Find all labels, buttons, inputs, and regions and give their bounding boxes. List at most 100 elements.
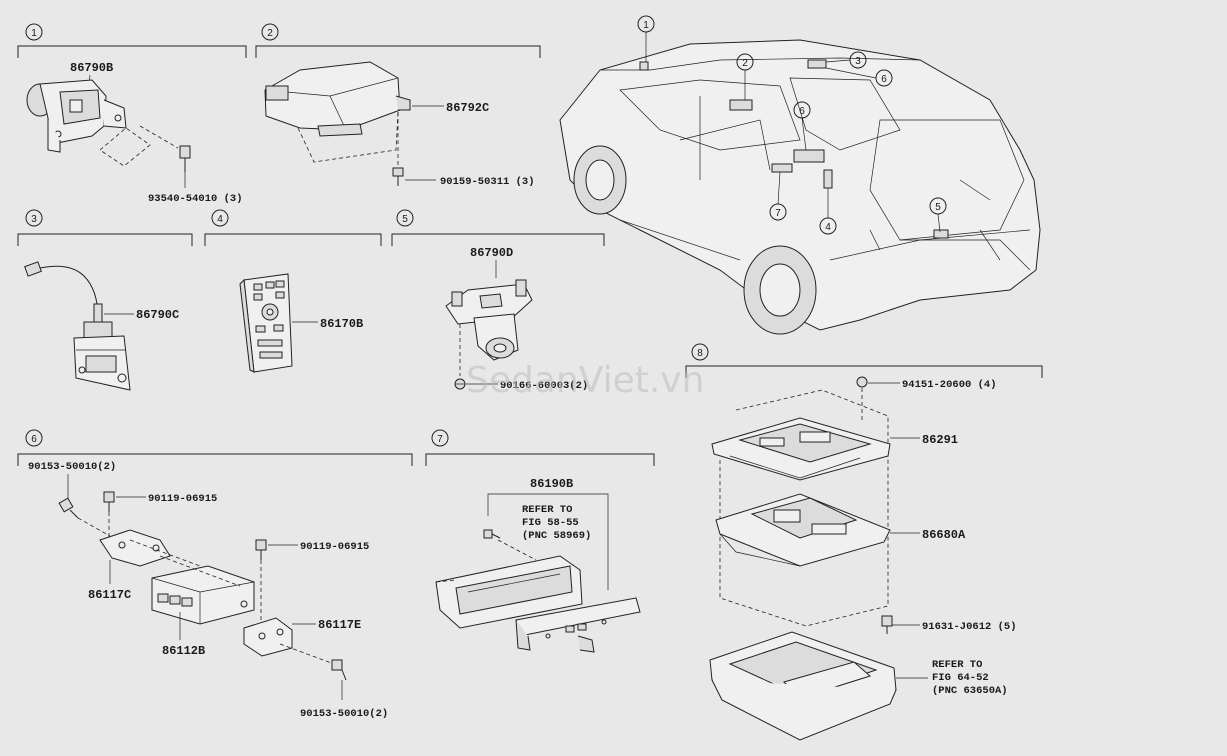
- part-86112B-label: 86112B: [162, 644, 205, 658]
- part-90166-label: 90166-60003(2): [500, 380, 588, 392]
- bracket-86291-shape: [711, 417, 891, 481]
- camera-86790D-shape: [445, 279, 533, 361]
- group-4-callout: 4: [211, 209, 229, 227]
- nut-94151-shape: [856, 376, 868, 388]
- vehicle-callout-7: 7: [769, 171, 787, 221]
- vehicle-callout-4: 4: [819, 188, 837, 235]
- group-2-number: 2: [267, 28, 273, 39]
- group-2-bracket: [255, 45, 541, 58]
- vehicle-callout-6a-num: 6: [881, 74, 887, 85]
- group-4-number: 4: [217, 214, 223, 225]
- camera-86790C-shape: [24, 261, 131, 391]
- group-5-callout: 5: [396, 209, 414, 227]
- bracket-86117C-shape: [99, 529, 171, 567]
- display-86680A-shape: [715, 493, 891, 567]
- group-8-bracket: [685, 365, 1043, 378]
- group-3: 3 86790C: [17, 209, 193, 391]
- vehicle-callout-1: 1: [637, 15, 655, 62]
- part-90119-a-label: 90119-06915: [148, 493, 217, 505]
- part-86790C-label: 86790C: [136, 308, 179, 322]
- group-4-bracket: [204, 233, 382, 246]
- group-1-callout: 1: [25, 23, 43, 41]
- bolt-93540-shape: [179, 145, 191, 172]
- vehicle-callout-1-num: 1: [643, 20, 649, 31]
- part-90119-b-label: 90119-06915: [300, 541, 369, 553]
- part-93540-label: 93540-54010 (3): [148, 193, 243, 205]
- group-5: 5 86790D 90166-60003(2): [391, 209, 605, 392]
- vehicle-callout-7-num: 7: [775, 208, 781, 219]
- part-91631-label: 91631-J0612 (5): [922, 621, 1017, 633]
- module-86112B-shape: [151, 565, 255, 625]
- vehicle-callout-5: 5: [929, 197, 947, 233]
- part-86291-label: 86291: [922, 433, 958, 447]
- part-86792C-label: 86792C: [446, 101, 489, 115]
- group-1-bracket: [17, 45, 247, 58]
- bolt-90153-top-shape: [58, 497, 79, 519]
- group-8: 8 94151-20600 (4) 86291 86680A: [685, 343, 1043, 741]
- camera-86790B-shape: [26, 79, 127, 153]
- part-90159-label: 90159-50311 (3): [440, 176, 535, 188]
- vehicle-callout-5-num: 5: [935, 202, 941, 213]
- group-7-refer-line-1: REFER TO: [522, 504, 572, 516]
- vehicle-callout-3-num: 3: [855, 56, 861, 67]
- group-6-number: 6: [31, 434, 37, 445]
- group-8-refer-line-1: REFER TO: [932, 659, 982, 671]
- watermark-text: SedanViet.vn: [466, 360, 704, 401]
- part-86680A-label: 86680A: [922, 528, 966, 542]
- panel-86190B-shape: [435, 555, 641, 653]
- remote-86170B-shape: [239, 273, 293, 373]
- group-7: 7 86190B REFER TO FIG 58-55 (PNC 58969): [425, 429, 655, 653]
- bolt-90153-bottom-shape: [331, 659, 347, 681]
- bracket-86117E-shape: [243, 617, 293, 657]
- group-2-callout: 2: [261, 23, 279, 41]
- console-housing-shape: [709, 631, 897, 741]
- group-2: 2 86792C 90159-50311 (3): [255, 23, 541, 188]
- bolt-90159-shape: [392, 167, 404, 186]
- group-6-callout: 6: [25, 429, 43, 447]
- group-7-refer-line-3: (PNC 58969): [522, 530, 591, 542]
- screw-91631-shape: [881, 615, 893, 634]
- vehicle-callout-6a: 6: [825, 67, 893, 87]
- vehicle-callouts: 1 2 3 6 6 4 7: [637, 15, 947, 235]
- group-3-bracket: [17, 233, 193, 246]
- group-8-number: 8: [697, 348, 703, 359]
- group-6-bracket: [17, 453, 413, 466]
- group-5-bracket: [391, 233, 605, 246]
- group-8-refer-line-2: FIG 64-52: [932, 672, 989, 684]
- vehicle-callout-4-num: 4: [825, 222, 831, 233]
- bolt-90119-b-shape: [255, 539, 267, 560]
- group-3-callout: 3: [25, 209, 43, 227]
- part-86190B-label: 86190B: [530, 477, 573, 491]
- part-94151-label: 94151-20600 (4): [902, 379, 997, 391]
- ecu-86792C-shape: [264, 61, 411, 137]
- group-5-number: 5: [402, 214, 408, 225]
- group-4: 4 86170B: [204, 209, 382, 373]
- screw-90166-shape: [454, 378, 466, 390]
- screw-86190B-shape: [483, 529, 501, 539]
- bolt-90119-a-shape: [103, 491, 115, 512]
- vehicle-callout-6b-num: 6: [799, 106, 805, 117]
- vehicle-callout-2: 2: [736, 53, 754, 100]
- group-7-refer-line-2: FIG 58-55: [522, 517, 579, 529]
- vehicle-callout-2-num: 2: [742, 58, 748, 69]
- group-7-number: 7: [437, 434, 443, 445]
- group-3-number: 3: [31, 214, 37, 225]
- group-8-refer-line-3: (PNC 63650A): [932, 685, 1008, 697]
- group-6: 6 90153-50010(2) 90119-06915 86117C: [17, 429, 413, 720]
- part-90153-bottom-label: 90153-50010(2): [300, 708, 388, 720]
- part-86790D-label: 86790D: [470, 246, 513, 260]
- part-86117E-label: 86117E: [318, 618, 361, 632]
- part-86170B-label: 86170B: [320, 317, 363, 331]
- vehicle-illustration: [559, 39, 1041, 335]
- group-7-callout: 7: [431, 429, 449, 447]
- group-1-number: 1: [31, 28, 37, 39]
- part-86790B-label: 86790B: [70, 61, 113, 75]
- group-1: 1 86790B 93540-54010 (3): [17, 23, 247, 205]
- group-8-callout: 8: [691, 343, 709, 361]
- part-86117C-label: 86117C: [88, 588, 131, 602]
- vehicle-callout-6b: 6: [793, 101, 811, 151]
- vehicle-callout-3: 3: [825, 51, 867, 69]
- part-90153-top-label: 90153-50010(2): [28, 461, 116, 473]
